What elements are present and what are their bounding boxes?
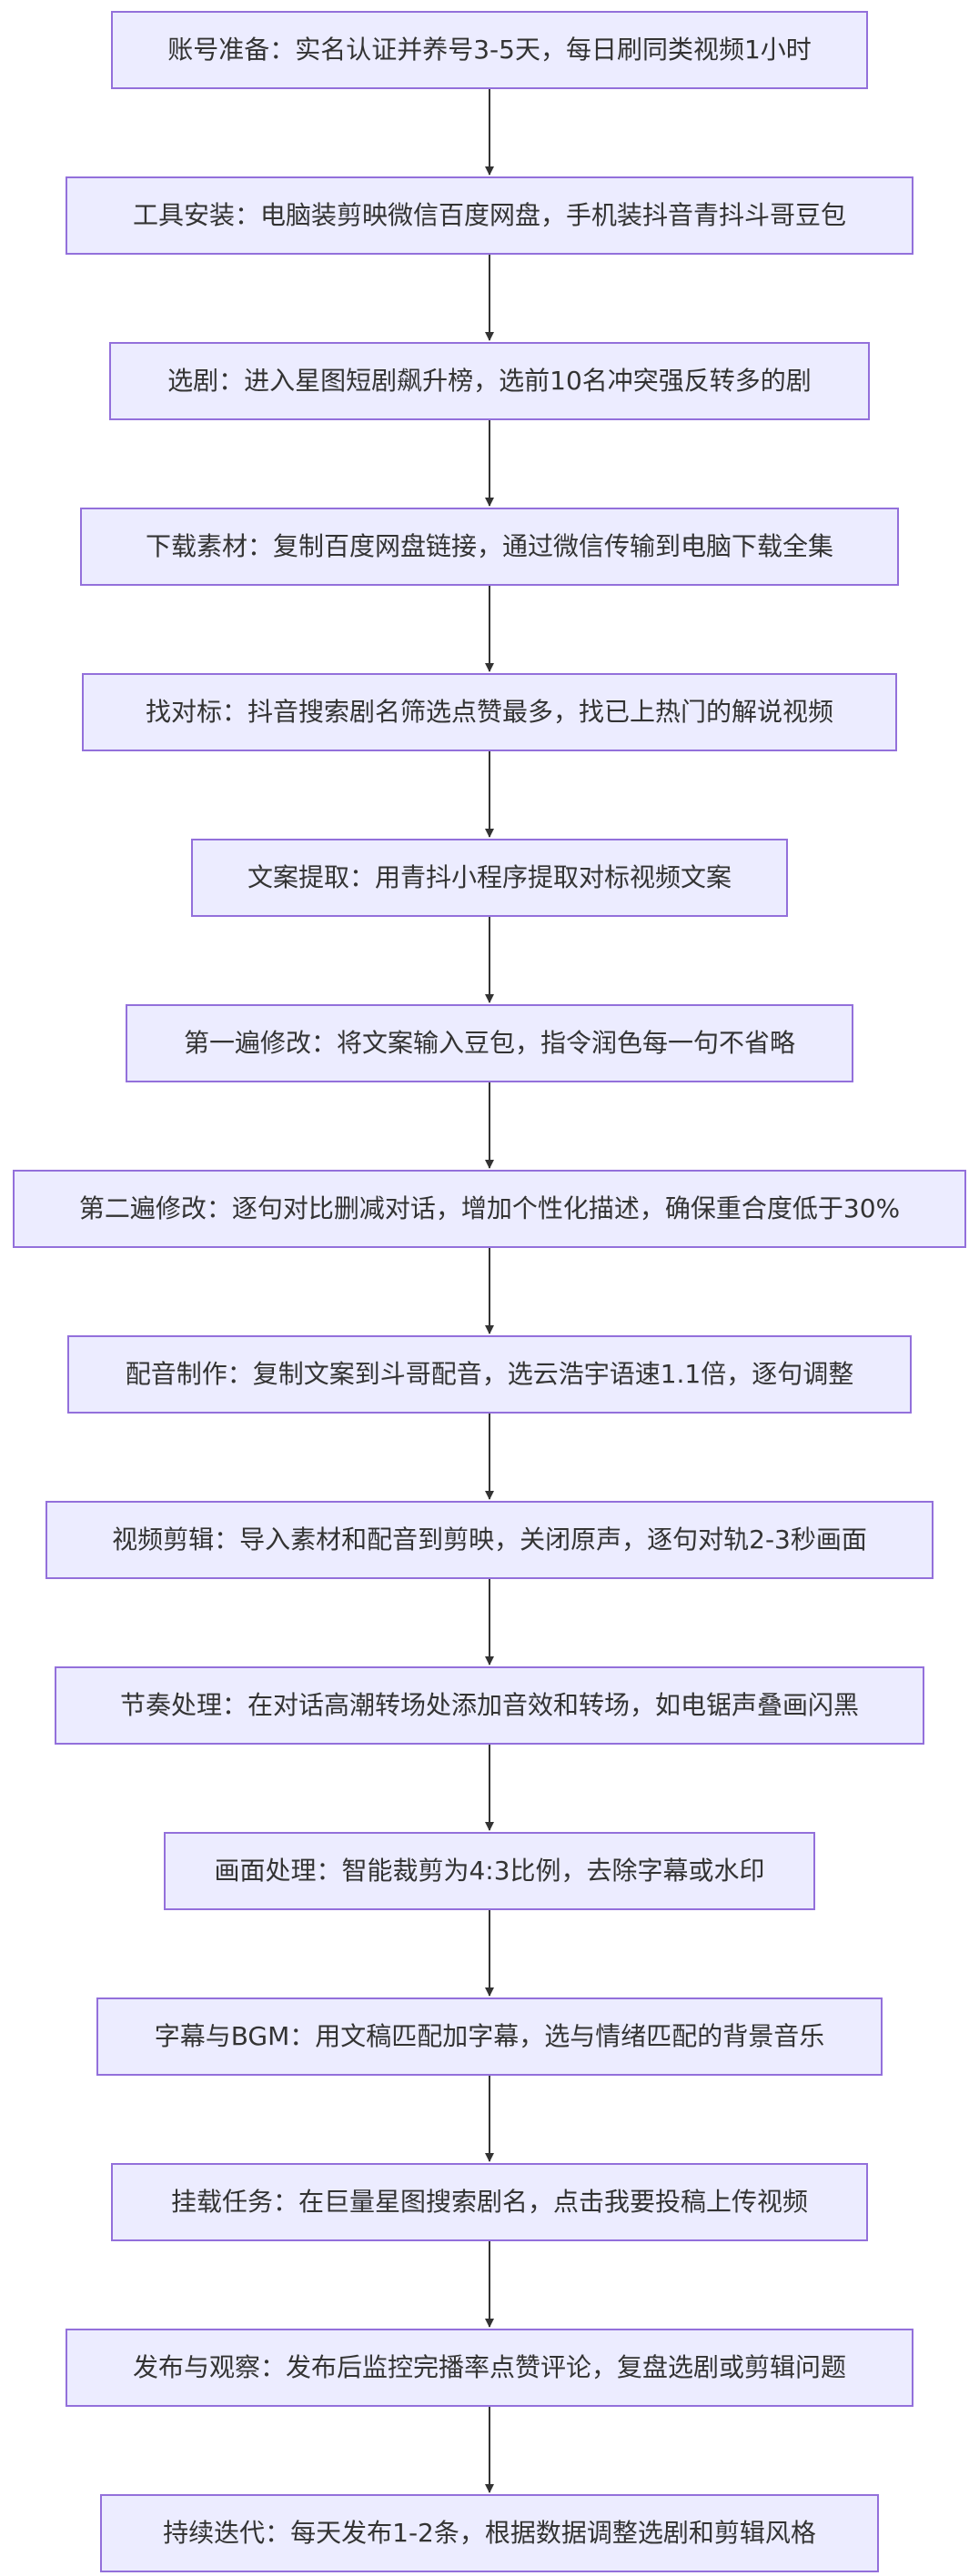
flow-step-publish-observe: 发布与观察：发布后监控完播率点赞评论，复盘选剧或剪辑问题	[66, 2329, 913, 2407]
flow-step-subtitle-bgm: 字幕与BGM：用文稿匹配加字幕，选与情绪匹配的背景音乐	[96, 1997, 883, 2076]
flow-step-download-material: 下载素材：复制百度网盘链接，通过微信传输到电脑下载全集	[80, 508, 899, 586]
flow-step-rhythm: 节奏处理：在对话高潮转场处添加音效和转场，如电锯声叠画闪黑	[55, 1666, 924, 1745]
flow-step-tool-install: 工具安装：电脑装剪映微信百度网盘，手机装抖音青抖斗哥豆包	[66, 176, 913, 255]
flow-step-iterate: 持续迭代：每天发布1-2条，根据数据调整选剧和剪辑风格	[100, 2494, 879, 2572]
flow-step-picture: 画面处理：智能裁剪为4:3比例，去除字幕或水印	[164, 1832, 815, 1910]
flow-step-first-edit: 第一遍修改：将文案输入豆包，指令润色每一句不省略	[126, 1004, 853, 1082]
flow-step-account-prep: 账号准备：实名认证并养号3-5天，每日刷同类视频1小时	[111, 11, 868, 89]
flow-step-second-edit: 第二遍修改：逐句对比删减对话，增加个性化描述，确保重合度低于30%	[13, 1170, 966, 1248]
flow-step-mount-task: 挂载任务：在巨量星图搜索剧名，点击我要投稿上传视频	[111, 2163, 868, 2241]
flow-step-find-benchmark: 找对标：抖音搜索剧名筛选点赞最多，找已上热门的解说视频	[82, 673, 897, 751]
flow-step-extract-script: 文案提取：用青抖小程序提取对标视频文案	[191, 839, 788, 917]
flow-step-select-drama: 选剧：进入星图短剧飙升榜，选前10名冲突强反转多的剧	[109, 342, 870, 420]
flow-step-video-edit: 视频剪辑：导入素材和配音到剪映，关闭原声，逐句对轨2-3秒画面	[45, 1501, 934, 1579]
flow-step-dubbing: 配音制作：复制文案到斗哥配音，选云浩宇语速1.1倍，逐句调整	[67, 1335, 912, 1414]
